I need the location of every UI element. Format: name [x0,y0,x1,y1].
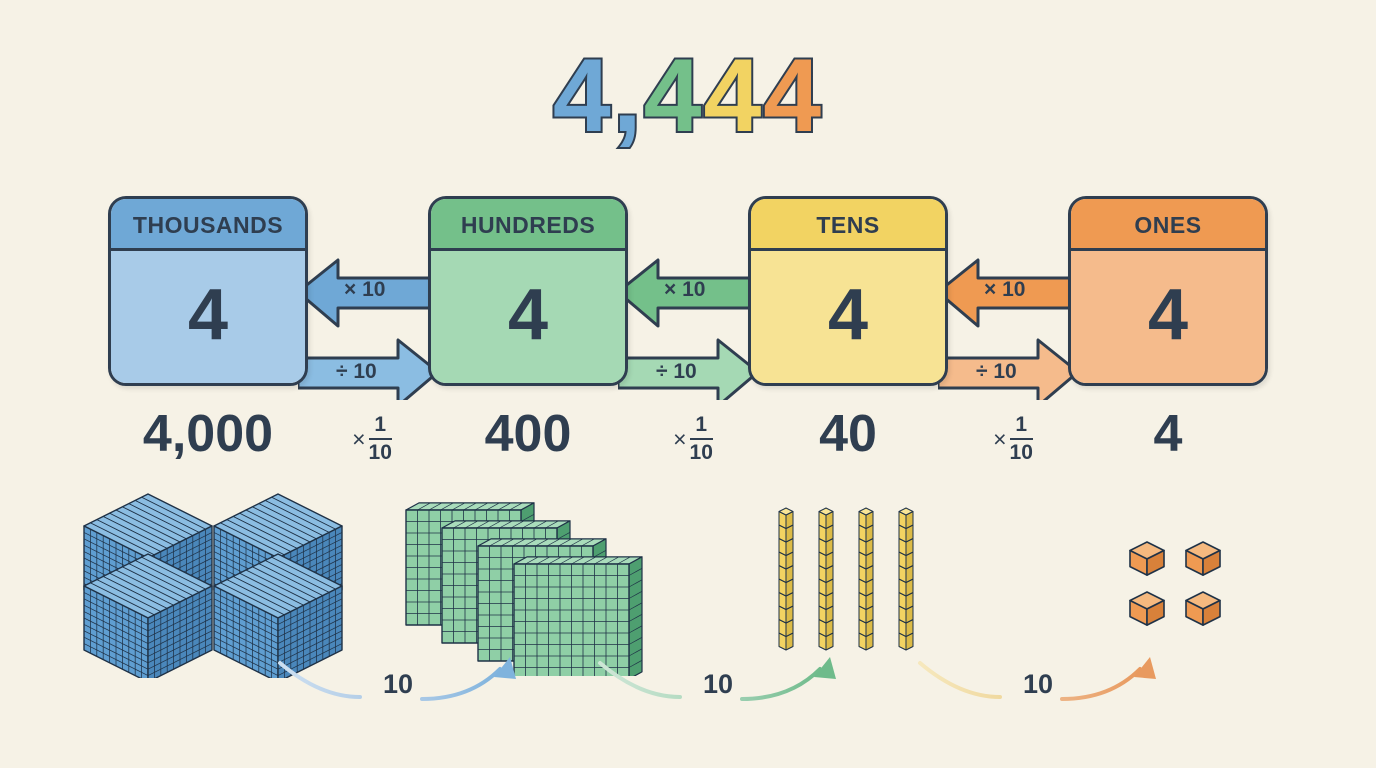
ten-rod-4 [898,507,914,651]
fraction-bar-3 [1009,438,1033,441]
divide-arrow-1-shape [298,338,438,400]
card-digit-tens: 4 [751,251,945,383]
divide-arrow-2-shape [618,338,758,400]
divide-label-3: ÷ 10 [976,360,1017,383]
fraction-denominator-1: 10 [368,441,392,465]
ten-rod-3 [858,507,874,651]
grouping-arrow-ones-to-tens: 10 [272,655,532,725]
fraction-label-thousands-to-hundreds: × 1 10 [327,413,417,465]
value-thousands: 4,000 [142,405,274,463]
card-header-ones: ONES [1071,199,1265,251]
ten-rod-2 [818,507,834,651]
card-digit-thousands: 4 [111,251,305,383]
fraction-numerator-3: 1 [1015,413,1028,436]
times-sign-1: × [352,425,366,452]
place-value-card-thousands[interactable]: THOUSANDS 4 [108,196,308,386]
page-title: 4,444 [0,38,1376,154]
grouping-arrow-tens-to-hundreds: 10 [592,655,852,725]
title-digit-thousands: 4 [551,38,613,154]
place-value-card-hundreds[interactable]: HUNDREDS 4 [428,196,628,386]
multiply-label-3: × 10 [984,278,1026,301]
relation-arrows-ones-to-tens: × 10 ÷ 10 [938,250,1078,400]
grouping-arrowhead-2 [814,657,836,679]
multiply-arrow-3-shape [938,258,1078,328]
relation-arrows-hundreds-to-thousands: × 10 ÷ 10 [298,250,438,400]
multiply-label-1: × 10 [344,278,386,301]
value-ones: 4 [1153,405,1183,463]
grouping-curve-3a [918,661,1002,699]
multiply-arrow-2-shape [618,258,758,328]
ten-rod-1 [778,507,794,651]
one-unit-3 [1129,591,1165,626]
grouping-curve-3b [1060,667,1142,701]
thousand-cube-front-left [83,553,213,683]
card-header-thousands: THOUSANDS [111,199,305,251]
card-digit-ones: 4 [1071,251,1265,383]
title-digit-ones: 4 [761,38,824,154]
fraction-bar-2 [689,438,713,441]
multiply-arrow-1-shape [298,258,438,328]
grouping-curve-1a [278,661,362,699]
fraction-numerator-1: 1 [374,413,387,436]
one-unit-4 [1185,591,1221,626]
grouping-curve-2b [740,667,822,701]
grouping-curve-2a [598,661,682,699]
fraction-label-hundreds-to-tens: × 1 10 [648,413,738,465]
base-ten-blocks-thousands [60,488,360,683]
fraction-label-tens-to-ones: × 1 10 [968,413,1058,465]
one-unit-1 [1129,541,1165,576]
thousand-cube-front-right [213,553,343,683]
base-ten-blocks-tens [768,500,938,665]
base-ten-blocks-ones [1125,538,1235,643]
fraction-bar-1 [368,438,392,441]
grouping-arrow-hundreds-to-thousands: 10 [912,655,1172,725]
one-unit-2 [1185,541,1221,576]
hundred-flat-4 [513,556,643,680]
card-header-hundreds: HUNDREDS [431,199,625,251]
grouping-label-1: 10 [382,669,414,699]
grouping-arrowhead-3 [1134,657,1156,679]
place-value-card-ones[interactable]: ONES 4 [1068,196,1268,386]
grouping-curve-1b [420,667,502,701]
relation-arrows-tens-to-hundreds: × 10 ÷ 10 [618,250,758,400]
title-digit-tens: 4 [701,38,764,154]
times-sign-3: × [993,425,1007,452]
fraction-numerator-2: 1 [695,413,708,436]
value-hundreds: 400 [484,405,572,463]
grouping-label-3: 10 [1022,669,1054,699]
base-ten-blocks-hundreds [398,496,668,681]
fraction-denominator-3: 10 [1009,441,1033,465]
fraction-denominator-2: 10 [689,441,713,465]
title-comma: , [611,38,644,154]
divide-arrow-3-shape [938,338,1078,400]
card-header-tens: TENS [751,199,945,251]
title-digit-hundreds: 4 [642,38,704,154]
value-tens: 40 [819,405,877,463]
place-value-card-tens[interactable]: TENS 4 [748,196,948,386]
divide-label-2: ÷ 10 [656,360,697,383]
grouping-label-2: 10 [702,669,734,699]
multiply-label-2: × 10 [664,278,706,301]
times-sign-2: × [673,425,687,452]
card-digit-hundreds: 4 [431,251,625,383]
grouping-arrowhead-1 [494,657,516,679]
divide-label-1: ÷ 10 [336,360,377,383]
